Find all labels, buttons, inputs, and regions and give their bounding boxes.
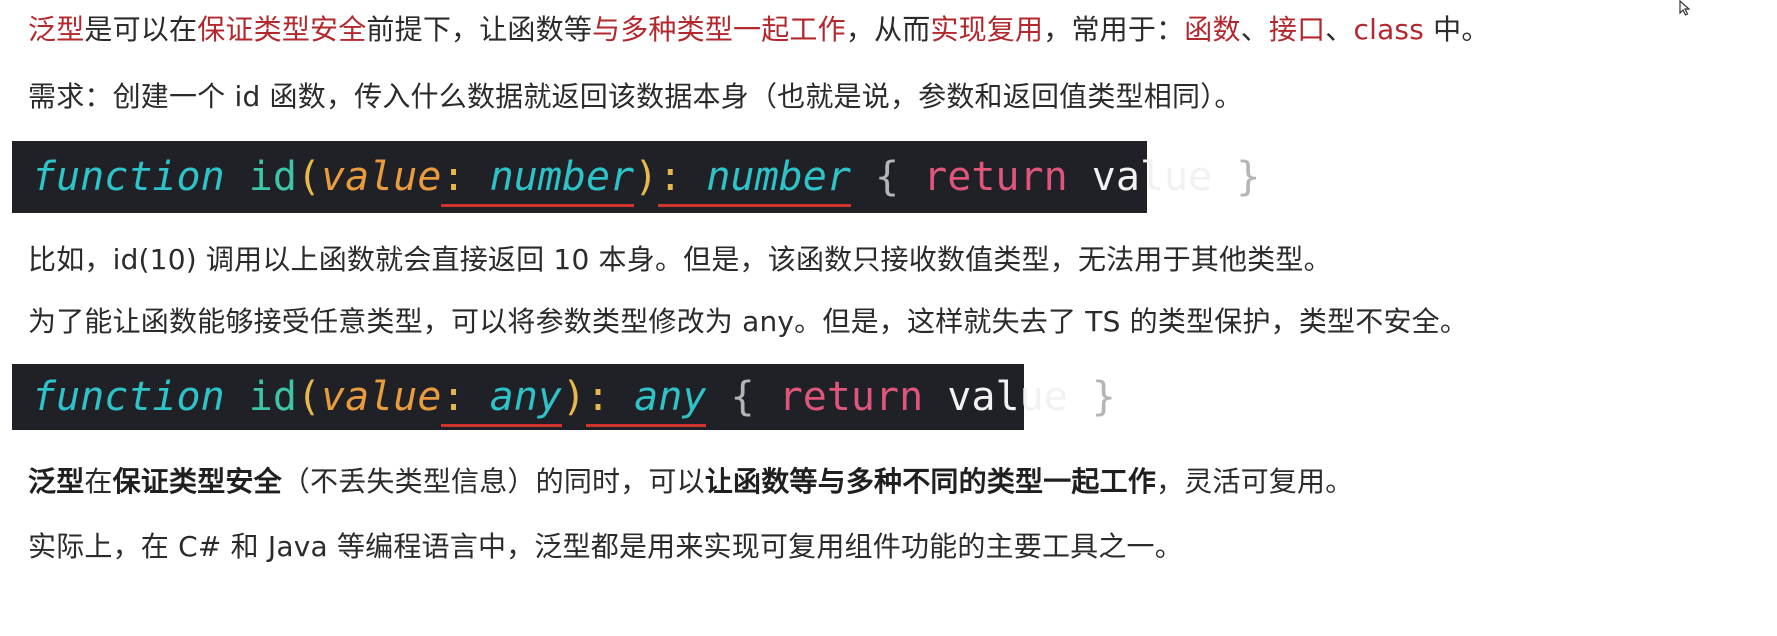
param-type: number	[489, 154, 635, 200]
open-paren: (	[296, 374, 322, 420]
mouse-pointer-icon	[1679, 0, 1691, 16]
closing-paragraph: 实际上，在 C# 和 Java 等编程语言中，泛型都是用来实现可复用组件功能的主…	[28, 530, 1183, 563]
colon: :	[585, 374, 611, 420]
text: ，常用于：	[1043, 13, 1185, 46]
any-paragraph: 为了能让函数能够接受任意类型，可以将参数类型修改为 any。但是，这样就失去了 …	[28, 305, 1469, 338]
bold-type-safe: 保证类型安全	[112, 465, 282, 498]
keyword-return: return	[778, 374, 924, 420]
close-brace: }	[1091, 374, 1116, 420]
text: 是可以在	[84, 13, 198, 46]
highlight-class: class	[1353, 13, 1425, 46]
function-name: id	[248, 374, 297, 420]
requirement-paragraph: 需求：创建一个 id 函数，传入什么数据就返回该数据本身（也就是说，参数和返回值…	[28, 80, 1243, 113]
highlight-generic: 泛型	[28, 13, 85, 46]
colon: :	[658, 154, 683, 200]
bold-multi-type: 让函数等与多种不同的类型一起工作	[704, 465, 1157, 498]
open-brace: {	[875, 154, 900, 200]
summary-paragraph: 泛型在保证类型安全（不丢失类型信息）的同时，可以让函数等与多种不同的类型一起工作…	[28, 462, 1353, 502]
text: 中。	[1424, 13, 1490, 46]
code-block-any: function id(value: any): any { return va…	[12, 364, 1116, 430]
open-brace: {	[730, 374, 755, 420]
separator: 、	[1325, 13, 1354, 46]
return-value: value	[947, 374, 1068, 420]
colon: :	[441, 154, 466, 200]
param-name: value	[321, 154, 442, 200]
highlight-type-safe: 保证类型安全	[197, 13, 367, 46]
text: 在	[84, 465, 113, 498]
keyword-function: function	[32, 374, 225, 420]
highlight-interface: 接口	[1268, 13, 1326, 46]
param-type: any	[489, 374, 562, 420]
close-brace: }	[1236, 154, 1261, 200]
intro-paragraph: 泛型是可以在保证类型安全前提下，让函数等与多种类型一起工作，从而实现复用，常用于…	[28, 10, 1490, 50]
separator: 、	[1240, 13, 1269, 46]
function-name: id	[248, 154, 297, 200]
example-paragraph: 比如，id(10) 调用以上函数就会直接返回 10 本身。但是，该函数只接收数值…	[28, 243, 1332, 276]
bold-generic: 泛型	[28, 465, 85, 498]
return-value: value	[1091, 154, 1213, 200]
close-paren: )	[634, 154, 659, 200]
code-block-number: function id(value: number): number { ret…	[12, 141, 1260, 213]
highlight-function: 函数	[1184, 13, 1241, 46]
highlight-reuse: 实现复用	[930, 13, 1044, 46]
open-paren: (	[296, 154, 322, 200]
colon: :	[441, 374, 466, 420]
param-name: value	[321, 374, 442, 420]
text: 前提下，让函数等	[366, 13, 593, 46]
text: ，从而	[845, 13, 931, 46]
text: ，灵活可复用。	[1156, 465, 1354, 498]
return-type: number	[706, 154, 851, 200]
keyword-function: function	[32, 154, 225, 200]
text: （不丢失类型信息）的同时，可以	[281, 465, 705, 498]
return-type: any	[634, 374, 707, 420]
keyword-return: return	[923, 154, 1068, 200]
close-paren: )	[561, 374, 586, 420]
highlight-multi-type: 与多种类型一起工作	[592, 13, 846, 46]
